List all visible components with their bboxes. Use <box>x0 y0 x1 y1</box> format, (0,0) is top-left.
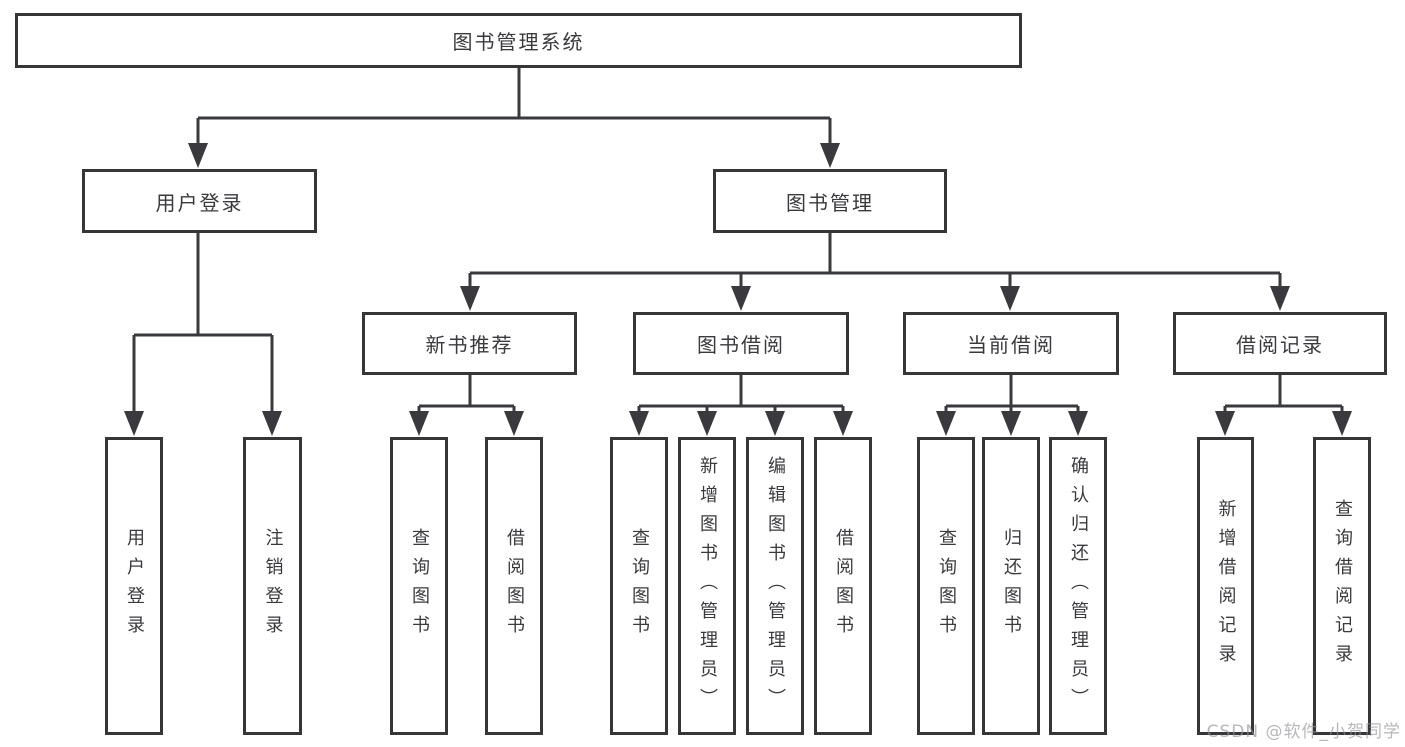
node-book-borrow: 图书借阅 <box>633 312 849 375</box>
leaf-user-login: 用户登录 <box>105 437 163 735</box>
leaf-confirm-return-admin: 确认归还（管理员） <box>1049 437 1107 735</box>
leaf-query-books-1: 查询图书 <box>390 437 448 735</box>
leaf-edit-books-admin: 编辑图书（管理员） <box>746 437 804 735</box>
node-user-login: 用户登录 <box>82 169 317 233</box>
node-borrow-records: 借阅记录 <box>1173 312 1387 375</box>
leaf-logout: 注销登录 <box>243 437 302 735</box>
node-library-system: 图书管理系统 <box>15 13 1022 68</box>
node-current-borrow: 当前借阅 <box>903 312 1119 375</box>
leaf-return-books: 归还图书 <box>982 437 1040 735</box>
leaf-add-books-admin: 新增图书（管理员） <box>678 437 736 735</box>
node-book-management: 图书管理 <box>713 169 947 233</box>
leaf-borrow-books-2: 借阅图书 <box>814 437 872 735</box>
leaf-add-borrow-record: 新增借阅记录 <box>1197 437 1254 735</box>
node-new-book-recommend: 新书推荐 <box>362 312 577 375</box>
csdn-watermark: CSDN @软件_小贺同学 <box>1206 722 1401 742</box>
leaf-borrow-books-1: 借阅图书 <box>485 437 543 735</box>
leaf-query-books-2: 查询图书 <box>610 437 668 735</box>
leaf-query-books-3: 查询图书 <box>917 437 975 735</box>
leaf-query-borrow-record: 查询借阅记录 <box>1313 437 1371 735</box>
